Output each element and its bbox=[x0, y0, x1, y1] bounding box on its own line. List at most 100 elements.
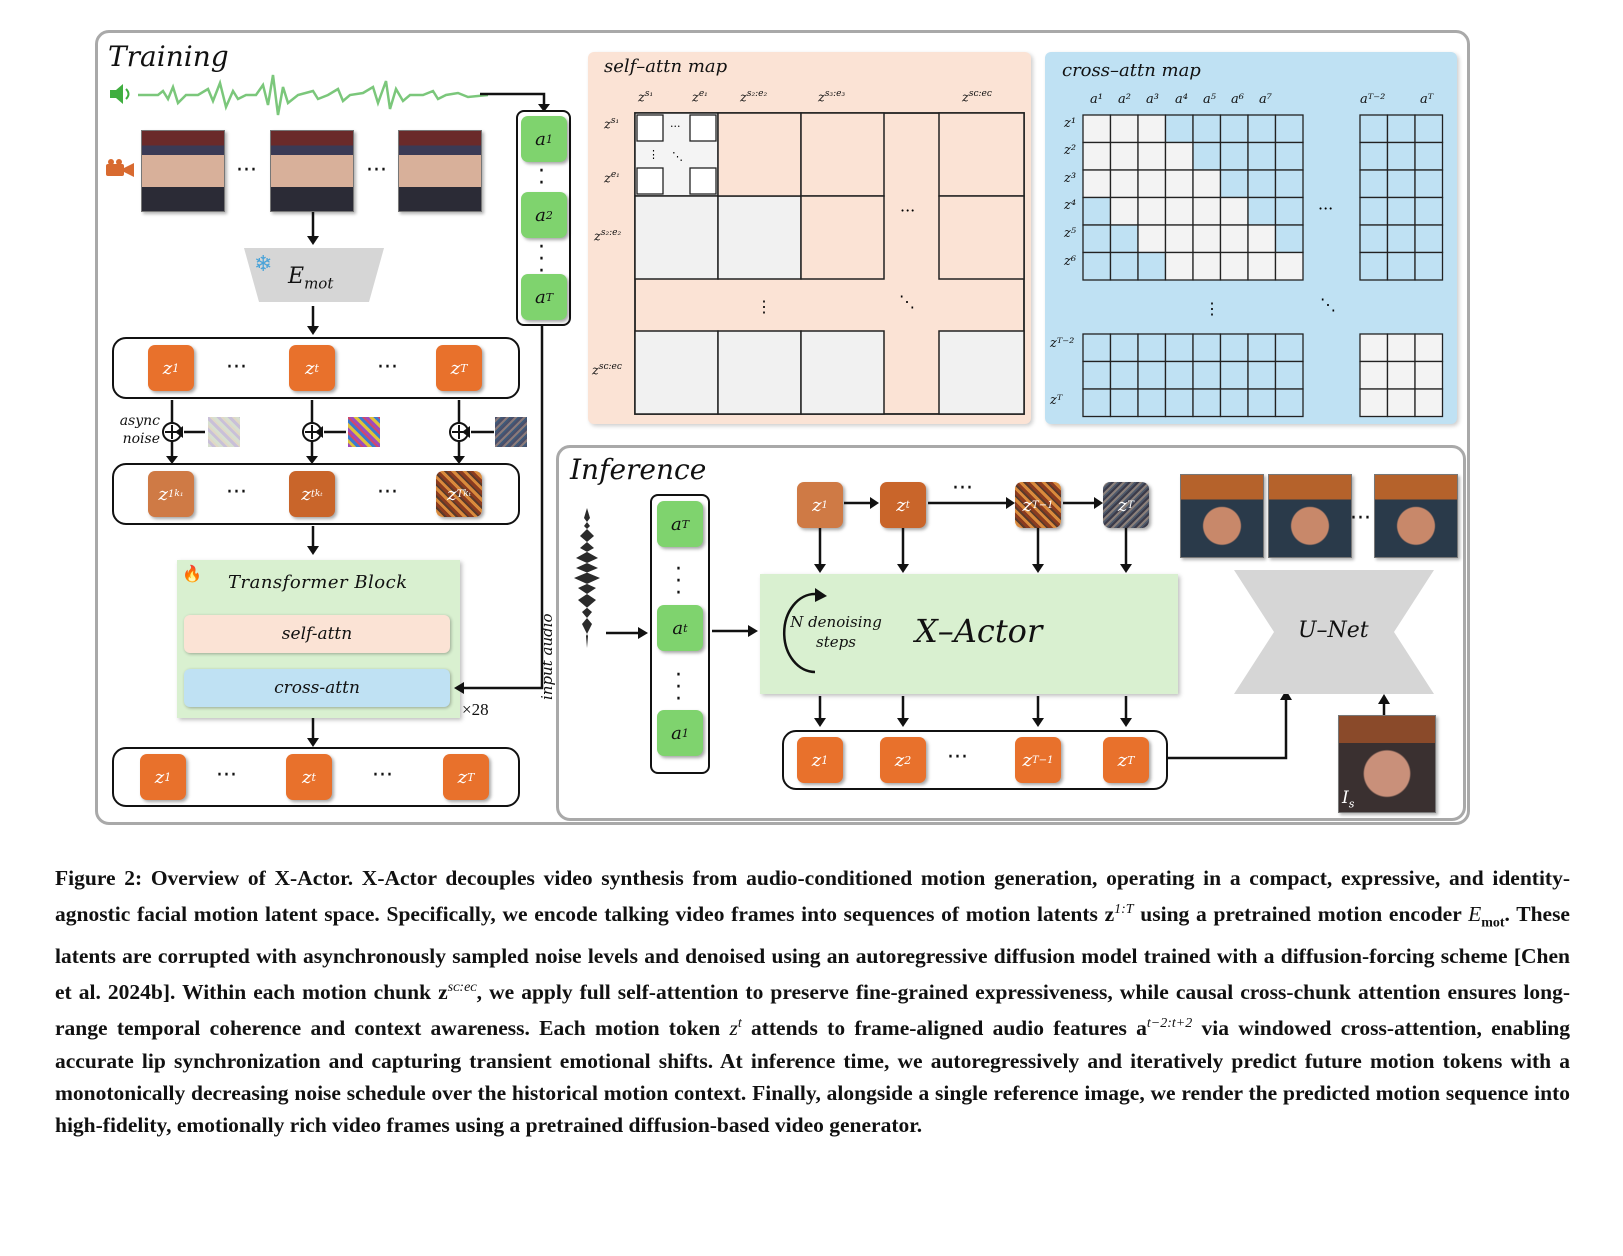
cross-attn-cell bbox=[1137, 224, 1167, 254]
cross-attn-cell bbox=[1192, 360, 1222, 390]
arrow-to-transformer bbox=[307, 526, 319, 555]
cross-attn-cell bbox=[1082, 251, 1112, 281]
cross-attn-cell bbox=[1247, 251, 1277, 281]
motion-encoder bbox=[244, 248, 384, 302]
cross-attn-cell bbox=[1219, 388, 1249, 418]
latent-chain-arrows bbox=[814, 497, 1132, 573]
cross-attn-cell bbox=[1082, 169, 1112, 199]
self-attn-col-label: zs₃:e₃ bbox=[818, 89, 846, 106]
cross-attn-cell bbox=[1109, 224, 1139, 254]
cross-attn-cell bbox=[1109, 360, 1139, 390]
input-audio-waveform bbox=[574, 508, 600, 648]
cross-attn-cell bbox=[1164, 251, 1194, 281]
unet-model bbox=[1234, 570, 1434, 694]
model-to-output-arrows bbox=[814, 696, 1132, 727]
cross-attn-cell bbox=[1109, 251, 1139, 281]
cross-attn-cell bbox=[1137, 333, 1167, 363]
output-frame-3 bbox=[1374, 474, 1458, 558]
cross-attn-cell bbox=[1386, 196, 1416, 226]
svg-text:⋮: ⋮ bbox=[756, 297, 772, 316]
cross-attn-cell bbox=[1274, 196, 1304, 226]
cross-attn-cell bbox=[1274, 251, 1304, 281]
cross-attn-cell bbox=[1137, 360, 1167, 390]
cross-attn-cell bbox=[1082, 114, 1112, 144]
ellipsis: ··· bbox=[226, 480, 247, 505]
cross-attn-cell bbox=[1219, 114, 1249, 144]
cross-attn-cell bbox=[1359, 141, 1389, 171]
training-panel bbox=[95, 30, 1470, 825]
cross-attn-cell bbox=[1386, 224, 1416, 254]
cross-attn-grid: ···⋮⋱ bbox=[1082, 114, 1444, 418]
self-attn-row-label: zsᴄ:eᴄ bbox=[592, 362, 622, 379]
training-frame-1 bbox=[141, 130, 225, 212]
training-frame-2 bbox=[270, 130, 354, 212]
async-noise-label: async noise bbox=[119, 413, 160, 447]
svg-text:···: ··· bbox=[900, 201, 915, 220]
arrow-ref-to-unet bbox=[1378, 694, 1390, 716]
self-attn-map-title: self–attn map bbox=[604, 56, 728, 77]
cross-attn-cell bbox=[1359, 196, 1389, 226]
cross-attn-cell bbox=[1164, 333, 1194, 363]
self-attn-row-label: zs₁ bbox=[604, 116, 620, 133]
cross-attn-cell bbox=[1109, 196, 1139, 226]
cross-attn-cell bbox=[1386, 141, 1416, 171]
vertical-ellipsis: ··· bbox=[675, 557, 682, 606]
cross-attn-cell bbox=[1274, 333, 1304, 363]
cross-attn-cell bbox=[1247, 360, 1277, 390]
ellipsis: ··· bbox=[377, 480, 398, 505]
cross-attn-cell bbox=[1359, 169, 1389, 199]
cross-attn-cell bbox=[1414, 141, 1444, 171]
cross-attn-col-label: a⁵ bbox=[1203, 92, 1216, 107]
cross-attn-col-label: aᵀ⁻² bbox=[1360, 92, 1386, 107]
cross-attn-cell bbox=[1274, 360, 1304, 390]
ellipsis: ··· bbox=[226, 355, 247, 380]
svg-text:⋱: ⋱ bbox=[672, 150, 683, 163]
cross-attn-cell bbox=[1219, 141, 1249, 171]
noise-patch-mid bbox=[348, 417, 380, 447]
x-actor-model bbox=[760, 574, 1178, 694]
noise-injection-arrows bbox=[162, 400, 494, 464]
cross-attn-cell bbox=[1164, 114, 1194, 144]
x-actor-label: X–Actor bbox=[915, 612, 1043, 650]
cross-attn-row-label: zᵀ⁻² bbox=[1050, 336, 1075, 351]
unet-label: U–Net bbox=[1298, 618, 1369, 643]
cross-attn-row-label: z⁴ bbox=[1064, 198, 1077, 213]
self-attn-col-label: ze₁ bbox=[692, 89, 708, 106]
ellipsis: ··· bbox=[1350, 506, 1371, 531]
cross-attn-cell bbox=[1219, 224, 1249, 254]
cross-attn-row-label: z³ bbox=[1064, 171, 1077, 186]
reference-label: Is bbox=[1342, 788, 1355, 811]
cross-attn-cell bbox=[1109, 169, 1139, 199]
self-attn-grid: ··· ⋮ ⋱ ··· ⋮ ⋱ bbox=[634, 112, 1025, 415]
cross-attn-col-label: a² bbox=[1118, 92, 1131, 107]
cross-attn-cell bbox=[1137, 141, 1167, 171]
cross-attn-cell bbox=[1386, 251, 1416, 281]
repeat-count: ×28 bbox=[462, 700, 489, 719]
self-attn-col-label: zs₂:e₂ bbox=[740, 89, 768, 106]
cross-attn-cell bbox=[1359, 114, 1389, 144]
cross-attn-cell bbox=[1192, 141, 1222, 171]
output-frame-1 bbox=[1180, 474, 1264, 558]
cross-attn-col-label: aᵀ bbox=[1420, 92, 1434, 107]
cross-attn-cell bbox=[1219, 196, 1249, 226]
arrow-frames-to-encoder bbox=[307, 212, 319, 245]
cross-attn-cell bbox=[1109, 333, 1139, 363]
transformer-title: Transformer Block bbox=[228, 572, 408, 593]
diagonal-ellipsis: ⋱ bbox=[1320, 295, 1336, 314]
arrow-latents-to-unet bbox=[1168, 690, 1292, 760]
cross-attn-cell bbox=[1386, 114, 1416, 144]
self-attn-row-label: zs₂:e₂ bbox=[594, 228, 622, 245]
denoise-label: N denoising steps bbox=[790, 613, 882, 651]
cross-attn-col-label: a³ bbox=[1146, 92, 1159, 107]
cross-attn-cell bbox=[1137, 169, 1167, 199]
speaker-icon bbox=[110, 84, 130, 104]
cross-attn-col-label: a¹ bbox=[1090, 92, 1103, 107]
